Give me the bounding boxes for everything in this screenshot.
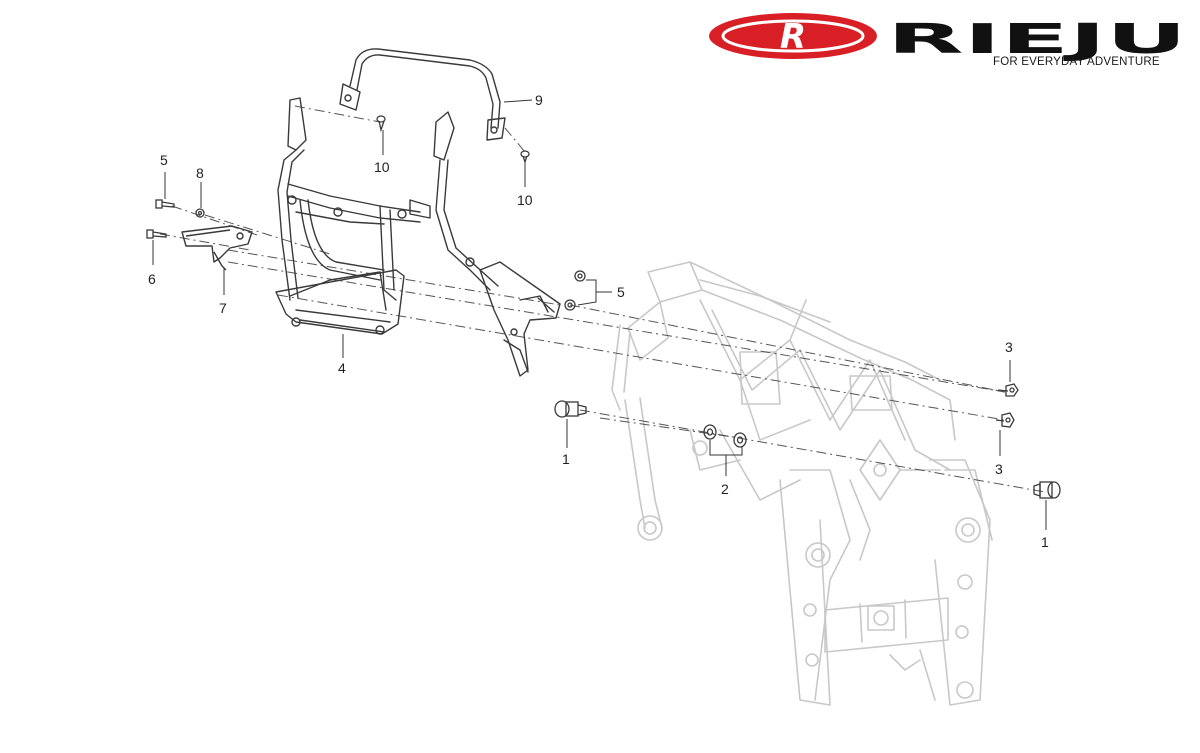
callout-labels: 9 10 10 5 8 6 7 4 5 3 3 1 1 2 — [148, 92, 1049, 550]
assembly-guide-lines — [159, 105, 1046, 493]
callout-5-right: 5 — [617, 284, 625, 300]
leader-lines — [152, 99, 1047, 530]
part-10-screw-left — [376, 115, 386, 133]
part-5-bolt-left — [155, 199, 175, 209]
callout-5-top-left: 5 — [160, 152, 168, 168]
brand-tagline: FOR EVERYDAY ADVENTURE — [993, 56, 1160, 68]
callout-2: 2 — [721, 481, 729, 497]
callout-3-top: 3 — [1005, 339, 1013, 355]
callout-1-right: 1 — [1041, 534, 1049, 550]
part-5-nuts-right — [564, 270, 586, 311]
part-9-handle-bar — [339, 48, 506, 141]
callout-7: 7 — [219, 300, 227, 316]
part-8-washer — [195, 208, 205, 218]
part-4-carrier-frame — [275, 97, 561, 377]
callout-6: 6 — [148, 271, 156, 287]
part-6-bolt — [146, 229, 167, 239]
part-1-bushing-right — [1033, 481, 1061, 499]
callout-8: 8 — [196, 165, 204, 181]
part-3-bolt-top — [997, 383, 1019, 397]
logo-wordmark: RIEJU — [887, 15, 1187, 63]
part-2-spacers — [703, 424, 747, 448]
motorcycle-frame — [611, 261, 993, 706]
rieju-logo: R RIEJU — [709, 13, 1187, 63]
logo-wordmark-text: RIEJU — [887, 15, 1187, 63]
part-1-bushing-left — [554, 400, 587, 418]
callout-3-bottom: 3 — [995, 461, 1003, 477]
logo-r-letter: R — [780, 17, 806, 57]
callout-9: 9 — [535, 92, 543, 108]
part-7-mount-bracket — [181, 225, 253, 271]
callout-1-left: 1 — [562, 451, 570, 467]
callout-4: 4 — [338, 360, 346, 376]
callout-10-left: 10 — [374, 159, 390, 175]
logo-oval-ring — [721, 19, 865, 53]
part-3-bolt-bottom — [995, 412, 1015, 428]
callout-10-right: 10 — [517, 192, 533, 208]
part-10-screw-right — [520, 150, 530, 165]
